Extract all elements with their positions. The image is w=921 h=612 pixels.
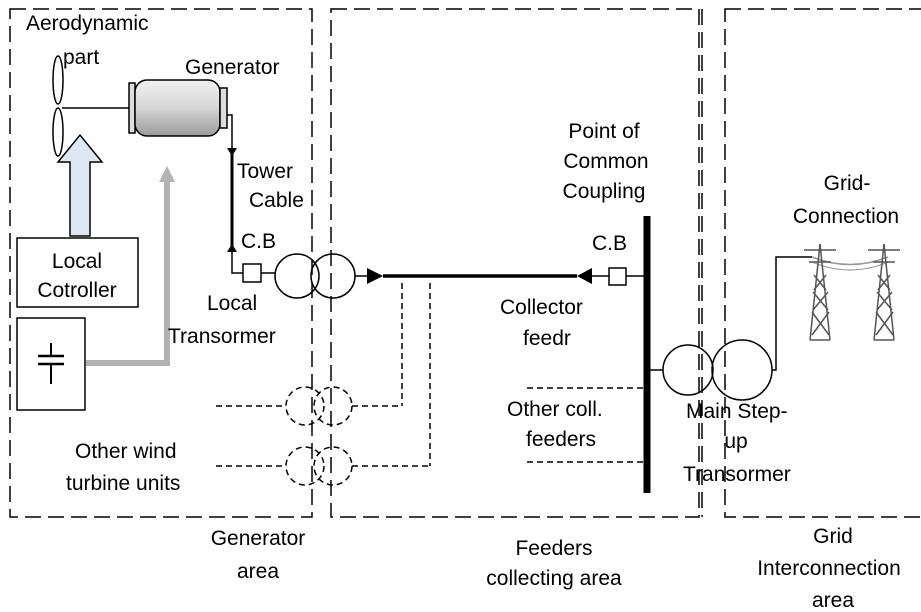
feeders-area-label-2: collecting area xyxy=(486,567,622,590)
grid-area-label: Grid xyxy=(813,525,853,548)
generator-icon xyxy=(128,79,228,137)
pcc-label: Point of xyxy=(568,120,639,143)
cb-right-label: C.B xyxy=(592,232,627,255)
cb-left-label: C.B xyxy=(241,230,276,253)
main-transformer-icon xyxy=(662,339,773,401)
grid-area-label-2: Interconnection xyxy=(757,557,901,580)
generator-area-label: Generator xyxy=(211,527,306,550)
other-turbine-transformers xyxy=(216,283,431,486)
pcc-label-2: Common xyxy=(563,150,648,173)
capacitor-icon xyxy=(38,343,64,384)
other-coll-label: Other coll. xyxy=(507,398,603,421)
main-transformer-label: Main Step- xyxy=(686,400,788,423)
aerodynamic-label: Aerodynamic xyxy=(26,12,149,35)
grid-connection-label-2: Connection xyxy=(793,205,899,228)
control-arrow-icon xyxy=(56,133,104,237)
feeders-area-box xyxy=(330,8,700,518)
tower-cable-label: Tower xyxy=(237,160,293,183)
grid-area-box xyxy=(724,8,921,518)
generator-label: Generator xyxy=(185,56,280,79)
collector-feeder-label: Collector xyxy=(500,296,583,319)
other-wind-label-2: turbine units xyxy=(66,472,180,495)
local-transformer-label-2: Transormer xyxy=(168,325,276,348)
local-transformer-icon xyxy=(274,253,356,299)
collector-feeder-label-2: feedr xyxy=(523,327,571,350)
turbine-rotor-icon xyxy=(52,55,64,157)
generator-area-box xyxy=(9,8,313,518)
left-circuit-breaker xyxy=(242,263,262,283)
local-transformer-label: Local xyxy=(207,292,257,315)
main-transformer-label-2: up xyxy=(724,430,747,453)
main-transformer-label-3: Transormer xyxy=(683,463,791,486)
gray-control-arrow xyxy=(86,180,170,366)
local-controller-box xyxy=(16,237,139,308)
other-coll-label-2: feeders xyxy=(526,428,596,451)
local-controller-label-2: Cotroller xyxy=(37,279,116,302)
grid-area-label-3: area xyxy=(812,589,854,612)
tower-cable-label-2: Cable xyxy=(249,189,304,212)
pcc-label-3: Coupling xyxy=(563,180,646,203)
grid-lead xyxy=(772,256,812,371)
grid-connection-label: Grid- xyxy=(824,172,871,195)
generator-area-label-2: area xyxy=(237,560,279,583)
other-wind-label: Other wind xyxy=(75,440,177,463)
cable-to-cb xyxy=(231,248,243,274)
transmission-tower-icon xyxy=(804,243,900,341)
aerodynamic-label-2: part xyxy=(63,46,99,69)
generator-lead xyxy=(227,114,233,152)
feeders-area-label: Feeders xyxy=(515,537,592,560)
local-controller-label: Local xyxy=(52,250,102,273)
right-circuit-breaker xyxy=(608,267,627,286)
